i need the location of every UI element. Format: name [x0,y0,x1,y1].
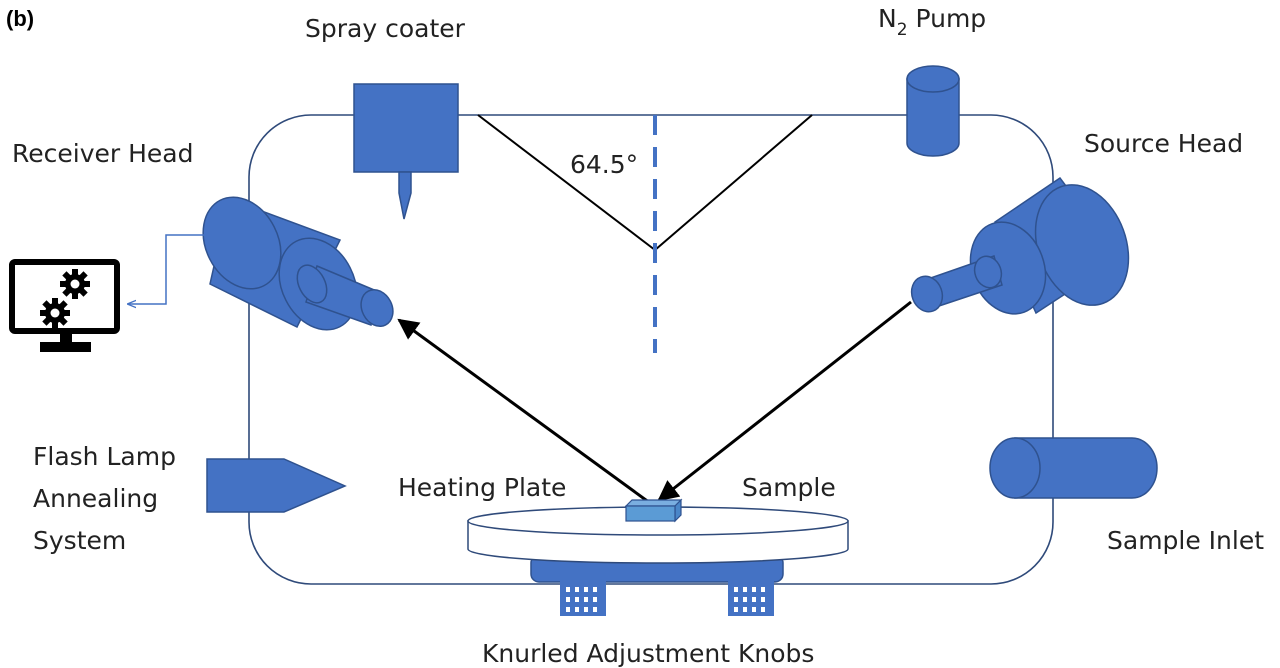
source-head-label: Source Head [1084,129,1244,158]
angle-right-line [654,114,813,251]
signal-connector-arrow [128,234,208,304]
angle-left-line [477,114,656,251]
receiver-head-label: Receiver Head [12,139,194,168]
sample-inlet [989,437,1158,499]
sample-block [624,498,683,523]
knurled-knob-right [728,581,774,616]
spray-coater [353,83,459,220]
n2-pump-label: N2 Pump [878,4,987,40]
sample-inlet-label: Sample Inlet [1107,526,1265,555]
computer-monitor-gears-icon [9,259,120,352]
sample-label: Sample [742,473,836,502]
knobs-label: Knurled Adjustment Knobs [482,639,815,668]
flash-lamp [206,458,347,513]
n2-pump [906,65,960,157]
heating-plate-label: Heating Plate [398,473,567,502]
panel-label: (b) [6,6,35,31]
knurled-knob-left [560,581,606,616]
incident-beam-arrow [657,300,912,502]
vacuum-chamber-outline [248,114,1054,585]
reflected-beam-arrow [397,318,651,505]
receiver-head [202,196,394,331]
source-head [910,176,1130,315]
spray-coater-label: Spray coater [305,14,465,43]
angle-label: 64.5° [570,150,639,179]
flash-lamp-label: Flash Lamp Annealing System [33,442,176,555]
